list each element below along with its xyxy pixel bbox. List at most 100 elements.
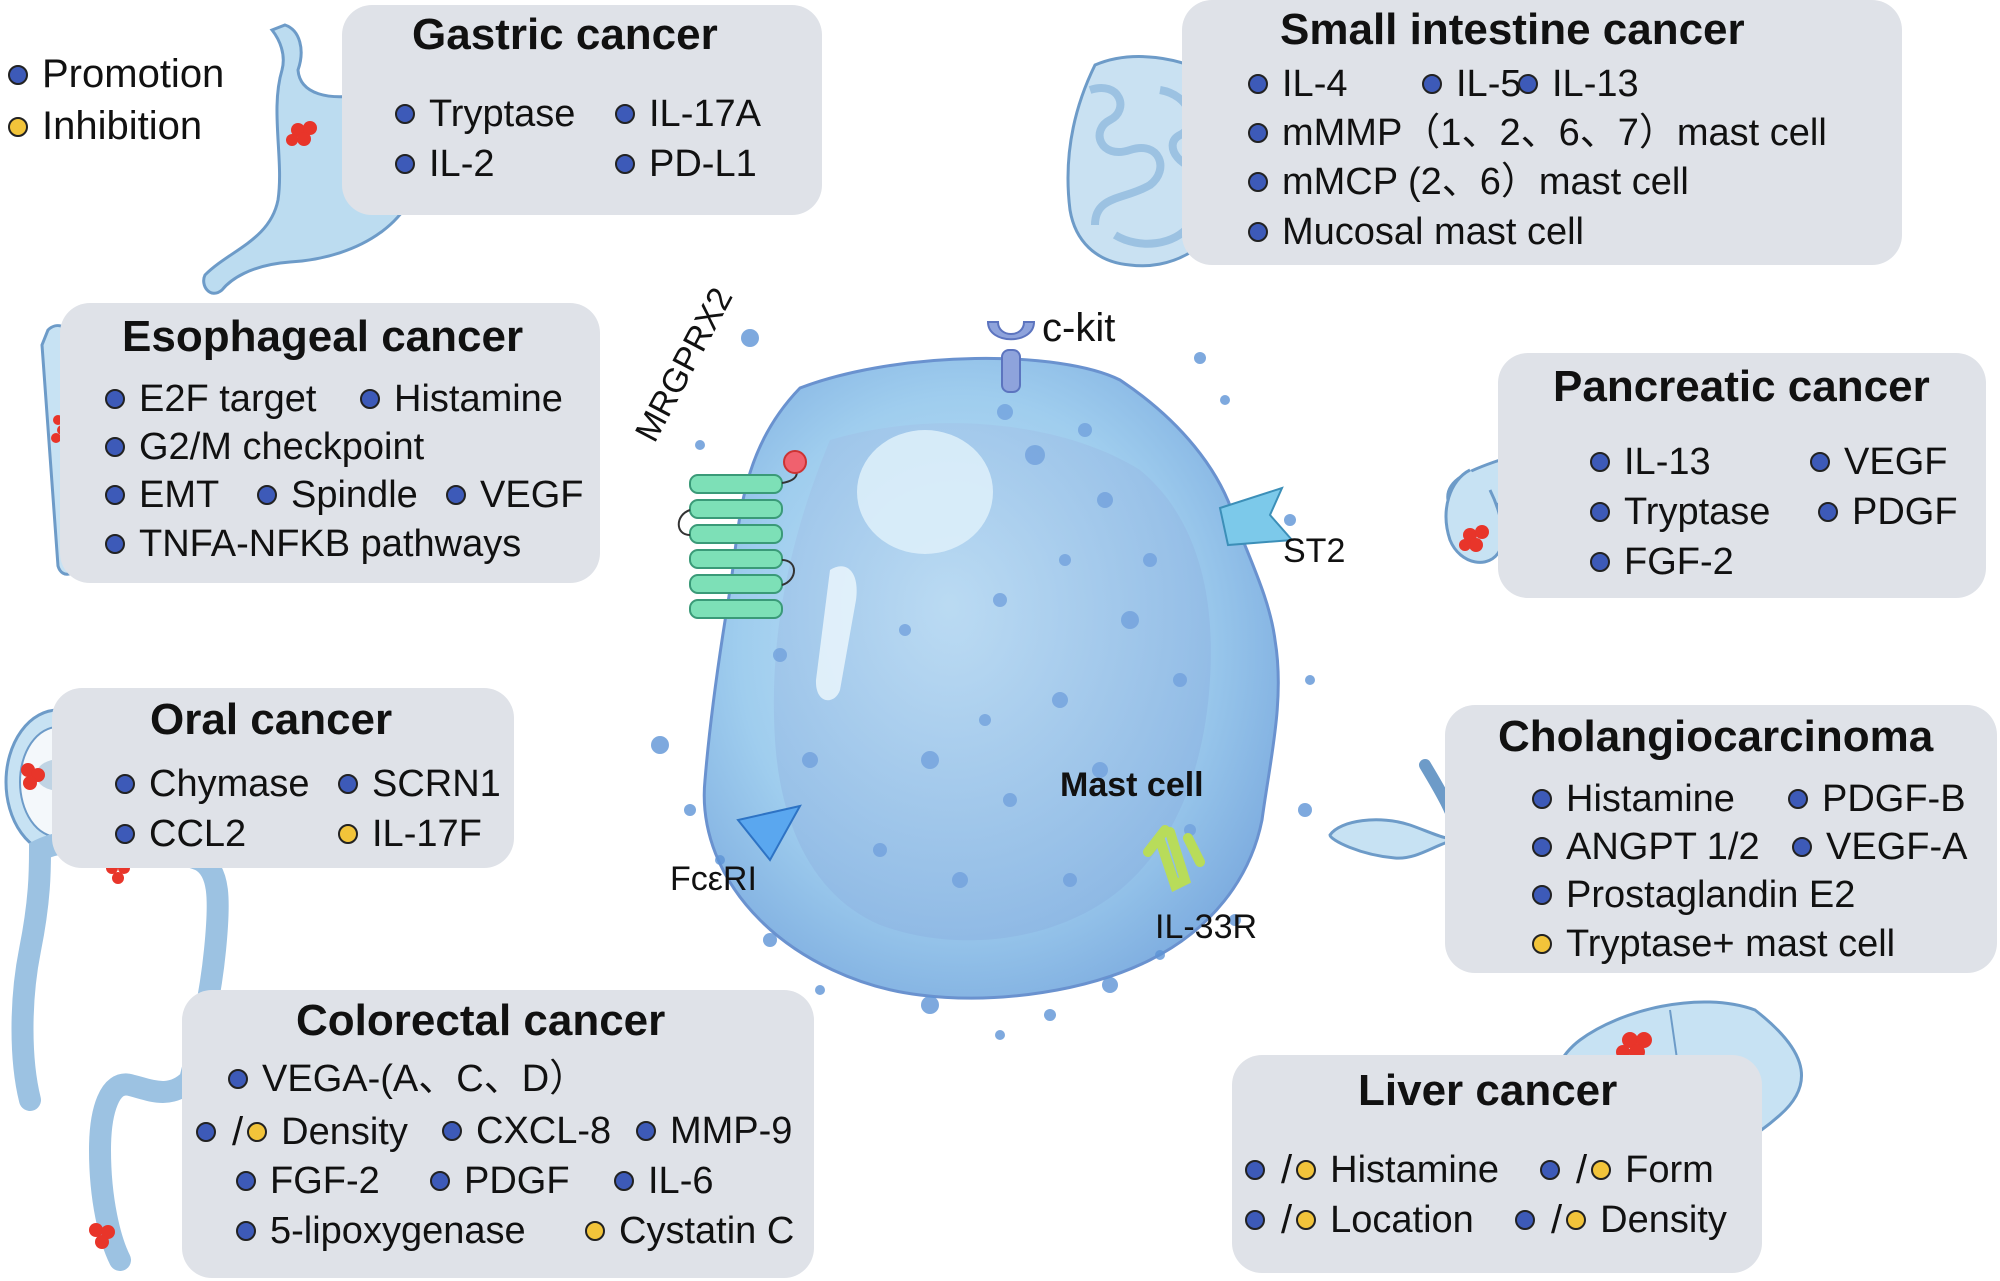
promotion-dot-icon [430,1171,450,1191]
promotion-dot-icon [1818,502,1838,522]
list-item: MMP-9 [636,1112,792,1150]
promotion-dot-icon [1792,837,1812,857]
list-item: /Density [196,1112,408,1152]
legend-inhibition-label: Inhibition [42,104,203,148]
promotion-dot-icon [395,154,415,174]
promotion-dot-icon [360,389,380,409]
list-item: IL-5 [1422,65,1521,103]
promotion-dot-icon [1515,1210,1535,1230]
promotion-dot-icon [1245,1160,1265,1180]
list-item: Mucosal mast cell [1248,213,1584,251]
mast-cell-label: Mast cell [1060,766,1204,804]
promotion-dot-icon [1532,837,1552,857]
il33r-label: IL-33R [1155,908,1258,946]
ckit-label: c-kit [1042,306,1116,350]
promotion-dot-icon [1590,452,1610,472]
colon-illustration [11,830,229,1271]
list-item: TNFA-NFKB pathways [105,525,521,563]
list-item: CXCL-8 [442,1112,611,1150]
promotion-dot-icon [614,1171,634,1191]
cholangiocarcinoma-title: Cholangiocarcinoma [1498,712,1934,761]
list-item: E2F target [105,380,316,418]
inhibition-dot-icon [8,116,28,137]
esophageal-cancer-panel [60,303,600,583]
list-item: FGF-2 [1590,543,1734,581]
list-item: IL-17A [615,95,761,133]
list-item: Cystatin C [585,1212,794,1250]
list-item: EMT [105,476,219,514]
list-item: IL-13 [1518,65,1639,103]
slash-separator: / [1281,1148,1293,1192]
promotion-dot-icon [105,437,125,457]
list-item: IL-4 [1248,65,1347,103]
stomach-illustration [202,23,422,295]
list-item: IL-13 [1590,443,1711,481]
inhibition-dot-icon [1296,1160,1317,1180]
list-item: VEGA-(A、C、D） [228,1060,587,1098]
list-item: PDGF [1818,493,1958,531]
small-intestine-cancer-panel [1182,0,1902,265]
list-item: IL-17F [338,815,482,853]
inhibition-dot-icon [1296,1210,1317,1230]
inhibition-dot-icon [1591,1160,1612,1180]
list-item: PDGF-B [1788,780,1966,818]
list-item: Tryptase [1590,493,1770,531]
slash-separator: / [1576,1148,1588,1192]
promotion-dot-icon [115,824,135,844]
list-item: /Form [1540,1150,1714,1190]
promotion-dot-icon [1248,123,1268,143]
list-item: mMCP (2、6）mast cell [1248,163,1689,201]
promotion-dot-icon [105,389,125,409]
list-item: /Density [1515,1200,1727,1240]
promotion-dot-icon [228,1069,248,1089]
legend-promotion-label: Promotion [42,52,225,96]
promotion-dot-icon [1248,74,1268,94]
promotion-dot-icon [1532,789,1552,809]
esophageal-cancer-title: Esophageal cancer [122,312,524,361]
promotion-dot-icon [1532,885,1552,905]
liver-cancer-title: Liver cancer [1358,1066,1618,1115]
promotion-dot-icon [446,485,466,505]
list-item: PD-L1 [615,145,757,183]
promotion-dot-icon [1248,222,1268,242]
list-item: VEGF [446,476,583,514]
list-item: Tryptase+ mast cell [1532,925,1895,963]
promotion-dot-icon [8,64,28,85]
colorectal-cancer-title: Colorectal cancer [296,996,666,1045]
promotion-dot-icon [1540,1160,1560,1180]
slash-separator: / [1551,1198,1563,1242]
mast-cell [651,321,1315,1040]
list-item: Spindle [257,476,418,514]
promotion-dot-icon [257,485,277,505]
promotion-dot-icon [615,104,635,124]
promotion-dot-icon [115,774,135,794]
list-item: /Location [1245,1200,1474,1240]
st2-label: ST2 [1283,532,1346,570]
promotion-dot-icon [1590,502,1610,522]
list-item: IL-2 [395,145,494,183]
list-item: Chymase [115,765,310,803]
promotion-dot-icon [636,1121,656,1141]
gastric-cancer-title: Gastric cancer [412,10,718,59]
list-item: VEGF-A [1792,828,1967,866]
pancreatic-cancer-title: Pancreatic cancer [1553,362,1930,411]
promotion-dot-icon [1422,74,1442,94]
legend-inhibition: Inhibition [8,104,202,149]
gastric-cancer-panel [342,5,822,215]
promotion-dot-icon [338,774,358,794]
promotion-dot-icon [236,1171,256,1191]
promotion-dot-icon [105,534,125,554]
list-item: 5-lipoxygenase [236,1212,526,1250]
inhibition-dot-icon [338,824,358,844]
promotion-dot-icon [105,485,125,505]
promotion-dot-icon [1590,552,1610,572]
colorectal-cancer-panel [182,990,814,1278]
promotion-dot-icon [236,1221,256,1241]
legend-promotion: Promotion [8,52,224,97]
inhibition-dot-icon [585,1221,605,1241]
list-item: G2/M checkpoint [105,428,424,466]
promotion-dot-icon [1788,789,1808,809]
pancreatic-cancer-panel [1498,353,1986,598]
small-intestine-cancer-title: Small intestine cancer [1280,5,1745,54]
list-item: Histamine [1532,780,1735,818]
